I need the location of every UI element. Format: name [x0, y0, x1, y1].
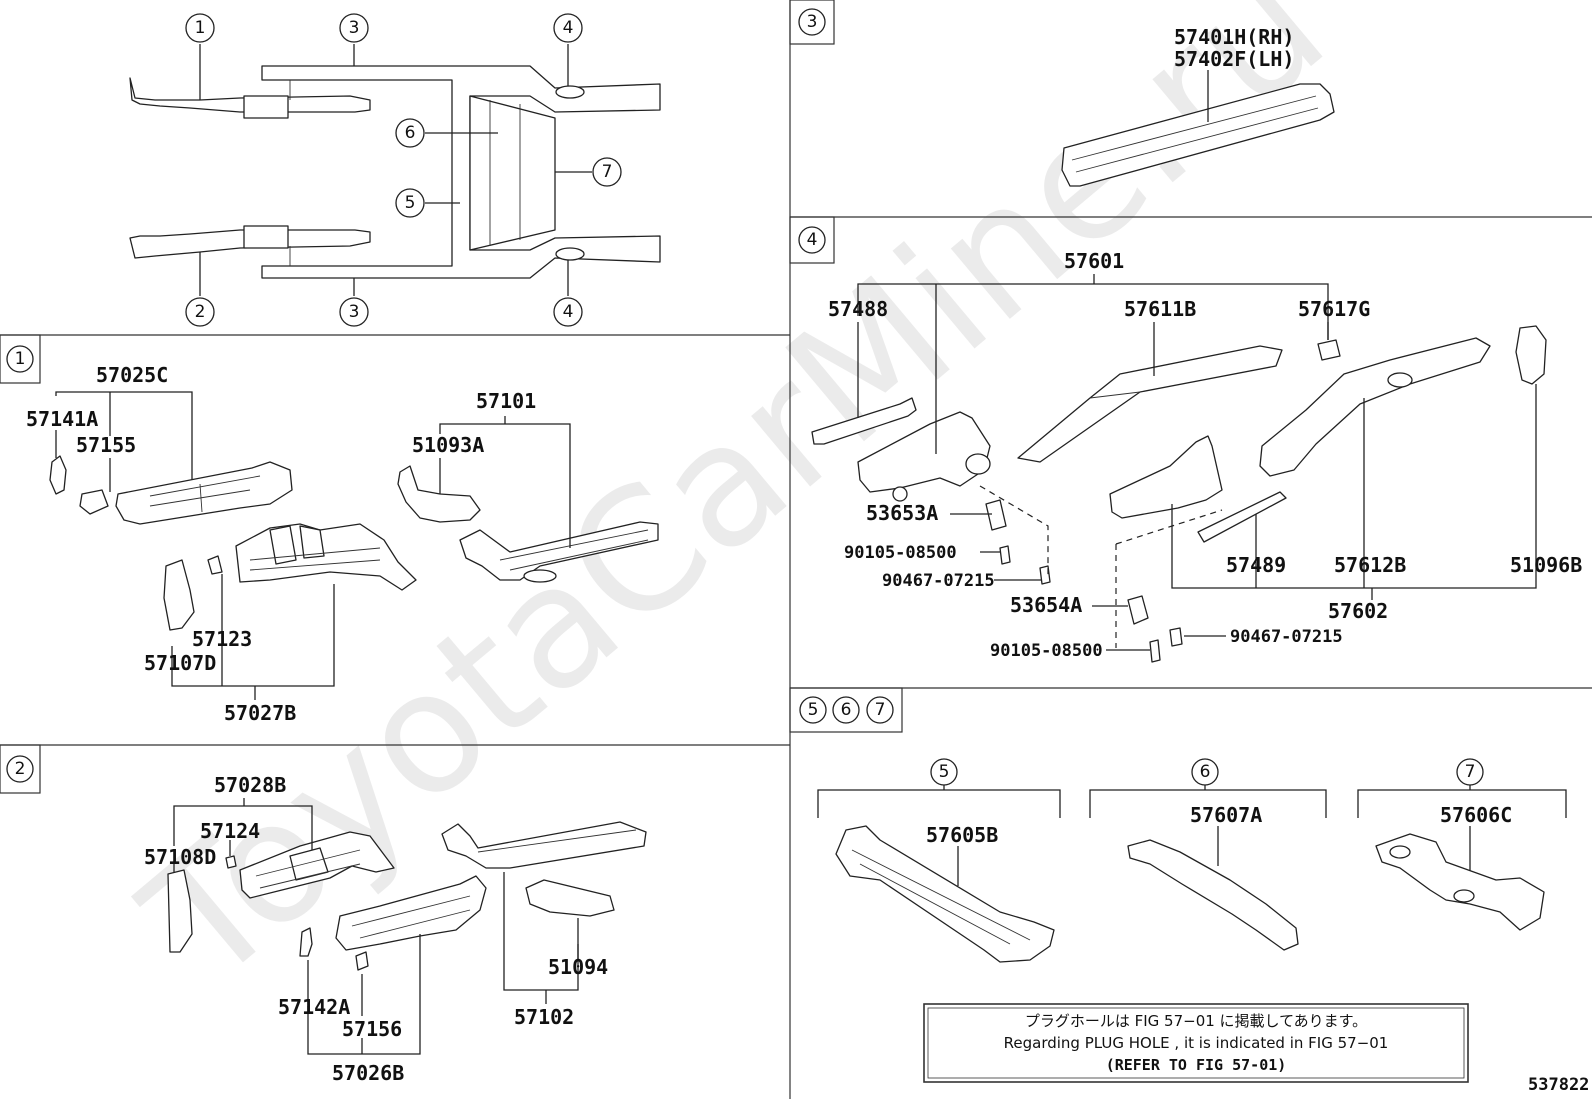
label-57611b: 57611B: [1124, 297, 1196, 321]
svg-text:1: 1: [195, 18, 206, 38]
label-57156: 57156: [342, 1017, 402, 1041]
panel-2-part-drawings: [167, 821, 647, 971]
svg-text:3: 3: [349, 302, 360, 322]
svg-text:2: 2: [15, 759, 26, 779]
svg-text:7: 7: [1465, 762, 1476, 782]
group-6: 6 57607A: [1089, 758, 1327, 951]
overview-callout-6: 6: [395, 118, 425, 148]
svg-text:7: 7: [875, 700, 886, 720]
label-57025c: 57025C: [96, 363, 168, 387]
label-57607a: 57607A: [1190, 803, 1262, 827]
panel-567-tag-7: 7: [866, 696, 894, 724]
label-57489: 57489: [1226, 553, 1286, 577]
label-57606c: 57606C: [1440, 803, 1512, 827]
label-51093a: 51093A: [412, 433, 484, 457]
label-57605b: 57605B: [926, 823, 998, 847]
overview-callout-3-top: 3: [339, 13, 369, 43]
label-57026b: 57026B: [332, 1061, 404, 1085]
panel-567-tag-5: 5: [799, 696, 827, 724]
label-57123: 57123: [192, 627, 252, 651]
svg-text:2: 2: [195, 302, 206, 322]
svg-text:6: 6: [841, 700, 852, 720]
overview-diagram: 1 2 3 3 4 4 6 5 7: [129, 13, 661, 327]
svg-text:5: 5: [808, 700, 819, 720]
group-5: 5 57605B: [817, 758, 1061, 963]
panel-3: 3 57401H(RH) 57402F(LH): [798, 8, 1335, 187]
overview-callout-5: 5: [395, 188, 425, 218]
label-57102: 57102: [514, 1005, 574, 1029]
label-57101: 57101: [476, 389, 536, 413]
overview-callout-4-bottom: 4: [553, 297, 583, 327]
label-57601: 57601: [1064, 249, 1124, 273]
label-90467-07215-a: 90467-07215: [882, 571, 995, 591]
overview-frame-drawing: [129, 65, 661, 279]
label-57142a: 57142A: [278, 995, 350, 1019]
label-90467-07215-b: 90467-07215: [1230, 627, 1343, 647]
overview-callout-1: 1: [185, 13, 215, 43]
svg-text:1: 1: [15, 349, 26, 369]
panel-4-part-drawings: [811, 325, 1547, 663]
label-57155: 57155: [76, 433, 136, 457]
panel-2: 2 57028B 57: [6, 755, 647, 1085]
label-57028b: 57028B: [214, 773, 286, 797]
panel-1: 1 57025C: [6, 345, 659, 725]
label-51094: 51094: [548, 955, 608, 979]
svg-text:4: 4: [563, 18, 574, 38]
svg-text:4: 4: [807, 230, 818, 250]
label-57141a: 57141A: [26, 407, 98, 431]
label-53654a: 53654A: [1010, 593, 1082, 617]
svg-text:3: 3: [349, 18, 360, 38]
svg-text:7: 7: [602, 162, 613, 182]
overview-callout-4-top: 4: [553, 13, 583, 43]
panel-1-tag: 1: [6, 345, 34, 373]
overview-callout-2: 2: [185, 297, 215, 327]
label-57617g: 57617G: [1298, 297, 1370, 321]
label-57401h-rh: 57401H(RH): [1174, 25, 1294, 49]
label-90105-08500-b: 90105-08500: [990, 641, 1103, 661]
overview-callout-7: 7: [592, 157, 622, 187]
svg-text:5: 5: [405, 193, 416, 213]
panel-4-tag: 4: [798, 226, 826, 254]
overview-callout-3-bottom: 3: [339, 297, 369, 327]
panel-1-leaders: [55, 391, 571, 700]
panel-567-tag-6: 6: [832, 696, 860, 724]
label-57027b: 57027B: [224, 701, 296, 725]
note-box: プラグホールは FIG 57−01 に掲載してあります。 Regarding P…: [923, 1003, 1469, 1083]
label-57402f-lh: 57402F(LH): [1174, 47, 1294, 71]
note-line-english: Regarding PLUG HOLE , it is indicated in…: [1004, 1034, 1389, 1052]
figure-id: 537822: [1528, 1075, 1589, 1095]
label-57488: 57488: [828, 297, 888, 321]
panel-2-leaders: [173, 798, 579, 1055]
panel-4: 4: [798, 226, 1582, 663]
note-line-japanese: プラグホールは FIG 57−01 に掲載してあります。: [1025, 1012, 1367, 1030]
label-57108d: 57108D: [144, 845, 216, 869]
label-53653a: 53653A: [866, 501, 938, 525]
group-7: 7 57606C: [1357, 758, 1567, 931]
svg-text:3: 3: [807, 12, 818, 32]
panel-567: 5 6 7 5 57605B 6 57607A 7: [799, 696, 1589, 1095]
panel-1-part-drawings: [49, 455, 659, 631]
svg-text:5: 5: [939, 762, 950, 782]
label-57602: 57602: [1328, 599, 1388, 623]
label-57612b: 57612B: [1334, 553, 1406, 577]
panel-3-tag: 3: [798, 8, 826, 36]
overview-leaders: [199, 44, 592, 296]
panel-3-part-drawings: [1061, 83, 1335, 187]
panel-4-leaders: [857, 274, 1537, 651]
label-57124: 57124: [200, 819, 260, 843]
note-line-refer: (REFER TO FIG 57-01): [1106, 1056, 1287, 1074]
label-57107d: 57107D: [144, 651, 216, 675]
label-51096b: 51096B: [1510, 553, 1582, 577]
label-90105-08500-a: 90105-08500: [844, 543, 957, 563]
svg-text:6: 6: [405, 123, 416, 143]
svg-text:6: 6: [1200, 762, 1211, 782]
panel-2-tag: 2: [6, 755, 34, 783]
svg-text:4: 4: [563, 302, 574, 322]
